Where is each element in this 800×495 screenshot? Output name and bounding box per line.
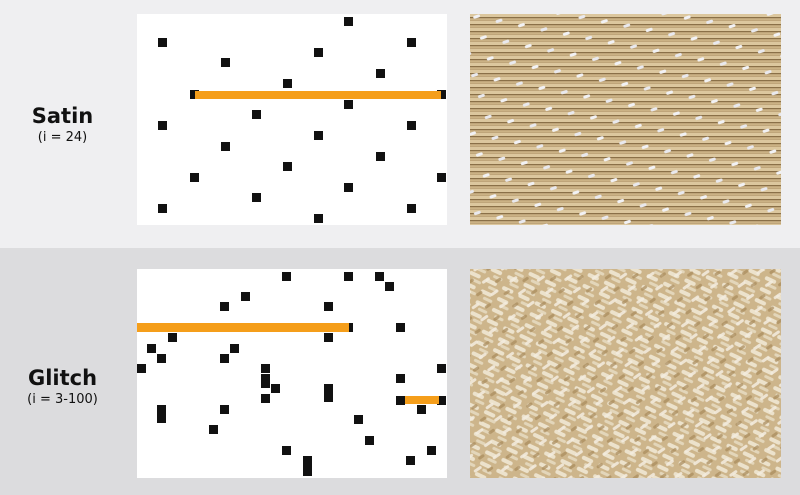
weave-cell: [407, 204, 416, 213]
weave-cell: [158, 204, 167, 213]
weave-cell: [375, 272, 384, 281]
weave-cell: [252, 110, 261, 119]
weave-cell: [190, 90, 199, 99]
weave-cell: [137, 364, 146, 373]
weave-cell: [396, 374, 405, 383]
weave-cell: [407, 121, 416, 130]
glitch-cells: [137, 272, 446, 476]
weave-cell: [158, 38, 167, 47]
weave-cell: [230, 344, 239, 353]
satin-fabric-photo: [470, 14, 781, 225]
weave-cell: [314, 48, 323, 57]
satin-fabric-svg: [470, 14, 781, 225]
weave-cell: [396, 396, 405, 405]
satin-grid-svg: [158, 17, 446, 223]
weave-cell: [324, 333, 333, 342]
glitch-row: Glitch (i = 3-100): [0, 248, 800, 495]
weave-cell: [344, 183, 353, 192]
weave-cell: [406, 456, 415, 465]
glitch-fabric-photo: [470, 269, 781, 478]
weave-cell: [437, 173, 446, 182]
weave-cell: [314, 131, 323, 140]
glitch-float-highlight-long: [137, 323, 349, 332]
weave-cell: [220, 354, 229, 363]
glitch-title: Glitch: [27, 366, 98, 390]
weave-cell: [354, 415, 363, 424]
weave-cell: [271, 384, 280, 393]
weave-cell: [385, 282, 394, 291]
weave-cell: [220, 302, 229, 311]
weave-cell: [396, 323, 405, 332]
weave-cell: [282, 446, 291, 455]
weave-cell: [220, 405, 229, 414]
glitch-fabric-svg: [470, 269, 781, 478]
satin-title: Satin: [31, 104, 94, 128]
satin-row: Satin (i = 24): [0, 0, 800, 248]
weave-cell: [303, 456, 312, 476]
weave-cell: [147, 344, 156, 353]
weave-cell: [407, 38, 416, 47]
weave-cell: [252, 193, 261, 202]
glitch-float-highlight-short: [405, 396, 439, 404]
weave-cell: [282, 272, 291, 281]
weave-cell: [344, 100, 353, 109]
weave-cell: [157, 405, 166, 423]
weave-cell: [221, 58, 230, 67]
weave-cell: [241, 292, 250, 301]
weave-cell: [344, 272, 353, 281]
weave-cell: [261, 374, 270, 388]
weave-cell: [157, 354, 166, 363]
glitch-label: Glitch (i = 3-100): [0, 366, 125, 407]
satin-weave-grid: [137, 14, 447, 225]
weave-cell: [209, 425, 218, 434]
weave-cell: [283, 79, 292, 88]
weave-cell: [344, 17, 353, 26]
satin-interval: (i = 24): [37, 130, 88, 145]
weave-cell: [437, 396, 446, 405]
weave-cell: [417, 405, 426, 414]
weave-cell: [324, 302, 333, 311]
weave-cell: [221, 142, 230, 151]
satin-cells: [158, 17, 446, 223]
weave-cell: [261, 364, 270, 373]
weave-cell: [168, 333, 177, 342]
weave-cell: [437, 364, 446, 373]
glitch-weave-grid: [137, 269, 447, 478]
weave-cell: [261, 394, 270, 403]
glitch-grid-svg: [137, 272, 446, 476]
satin-float-highlight: [195, 91, 441, 99]
weave-cell: [365, 436, 374, 445]
weave-cell: [427, 446, 436, 455]
weave-cell: [190, 173, 199, 182]
weave-cell: [314, 214, 323, 223]
weave-cell: [376, 69, 385, 78]
weave-cell: [437, 90, 446, 99]
glitch-interval: (i = 3-100): [27, 392, 98, 407]
weave-cell: [158, 121, 167, 130]
weave-cell: [324, 384, 333, 402]
weave-cell: [376, 152, 385, 161]
satin-label: Satin (i = 24): [0, 104, 125, 145]
weave-cell: [283, 162, 292, 171]
